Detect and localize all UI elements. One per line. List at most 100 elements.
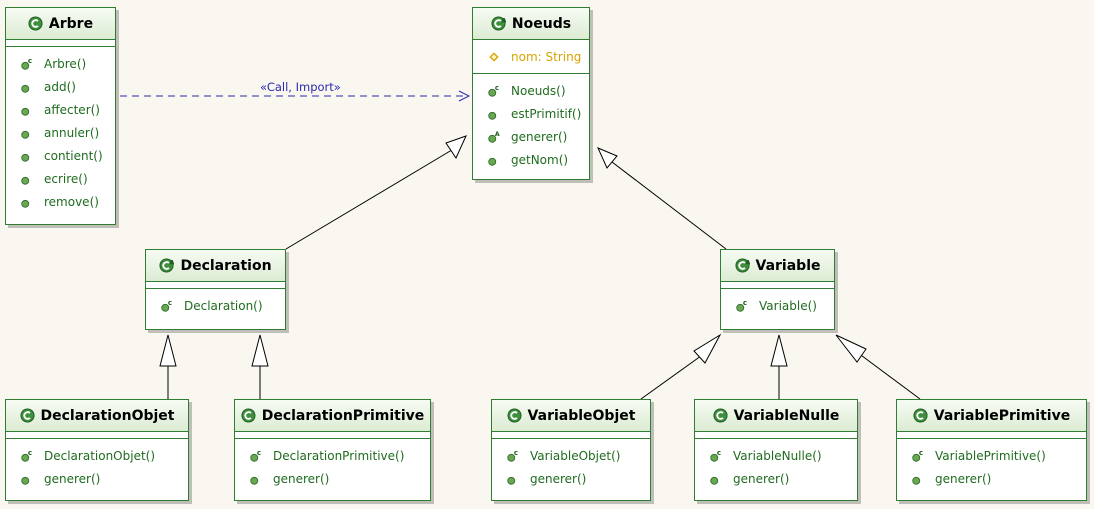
class-arbre[interactable]: Arbre c Arbre() add()affecter() annuler() con… — [5, 7, 116, 225]
class-header: Arbre — [6, 8, 115, 40]
method-label: Arbre() — [44, 56, 87, 71]
class-name: VariableNulle — [733, 407, 840, 424]
svg-text:c: c — [28, 449, 32, 457]
attributes-compartment: nom: String — [473, 40, 589, 74]
attribute-item[interactable]: nom: String — [473, 45, 589, 68]
generalization-declarationprimitive-to-declaration — [251, 334, 269, 399]
method-item[interactable]: ecrire() — [6, 167, 115, 190]
method-label: Variable() — [759, 298, 817, 313]
method-label: generer() — [733, 471, 790, 486]
method-label: generer() — [935, 471, 992, 486]
method-label: ecrire() — [44, 171, 88, 186]
method-label: generer() — [273, 471, 330, 486]
method-item[interactable]: add() — [6, 75, 115, 98]
abstract-class-icon: A — [491, 16, 506, 31]
generalization-line — [611, 161, 727, 250]
class-name: Noeuds — [511, 15, 572, 32]
open-arrowhead — [458, 90, 471, 102]
hollow-triangle-arrowhead — [445, 135, 467, 160]
method-label: estPrimitif() — [511, 106, 582, 121]
method-item[interactable]: contient() — [6, 144, 115, 167]
method-item[interactable]: estPrimitif() — [473, 102, 589, 125]
method-item[interactable]: c Noeuds() — [473, 79, 589, 102]
hollow-triangle-arrowhead — [251, 334, 269, 367]
svg-text:c: c — [168, 299, 172, 307]
class-variablenulle[interactable]: VariableNulle c VariableNulle() generer() — [694, 399, 858, 501]
method-item[interactable]: generer() — [235, 467, 430, 490]
method-label: annuler() — [44, 125, 100, 140]
constructor-icon: c — [507, 449, 518, 462]
svg-text:A: A — [170, 259, 175, 267]
class-header: VariableNulle — [695, 400, 857, 432]
generalization-variableprimitive-to-variable — [835, 334, 921, 400]
method-item[interactable]: generer() — [492, 467, 650, 490]
class-name: Declaration — [180, 257, 272, 274]
method-label: getNom() — [511, 152, 569, 167]
class-header: DeclarationPrimitive — [235, 400, 430, 432]
constructor-icon: c — [21, 449, 32, 462]
attributes-compartment — [235, 432, 430, 439]
hollow-triangle-arrowhead — [693, 333, 722, 364]
method-item[interactable]: c Arbre() — [6, 52, 115, 75]
method-item[interactable]: generer() — [6, 467, 188, 490]
method-label: generer() — [530, 471, 587, 486]
method-item[interactable]: getNom() — [473, 148, 589, 171]
generalization-variable-to-noeuds — [597, 147, 727, 250]
class-icon — [241, 408, 256, 423]
svg-text:c: c — [28, 57, 32, 65]
method-icon — [912, 476, 921, 485]
method-label: generer() — [44, 471, 101, 486]
generalization-line — [861, 355, 921, 400]
method-item[interactable]: c VariableNulle() — [695, 444, 857, 467]
method-item[interactable]: generer() — [897, 467, 1086, 490]
method-icon — [21, 84, 30, 93]
method-label: Noeuds() — [511, 83, 566, 98]
method-icon — [21, 176, 30, 185]
dependency-stereotype-label: «Call, Import» — [260, 80, 341, 94]
method-item[interactable]: annuler() — [6, 121, 115, 144]
attributes-compartment — [146, 282, 285, 289]
constructor-icon: c — [250, 449, 261, 462]
attribute-icon — [489, 51, 499, 62]
svg-text:c: c — [717, 449, 721, 457]
class-noeuds[interactable]: A Noeuds nom: String c Noeuds() estPrimitif()… — [472, 7, 590, 180]
generalization-line — [640, 356, 700, 400]
method-label: contient() — [44, 148, 103, 163]
method-item[interactable]: generer() — [695, 467, 857, 490]
method-item[interactable]: remove() — [6, 190, 115, 213]
constructor-icon: c — [488, 84, 499, 97]
method-label: remove() — [44, 194, 99, 209]
class-icon — [28, 16, 43, 31]
class-declaration[interactable]: A Declaration c Declaration() — [145, 249, 286, 330]
class-header: A Declaration — [146, 250, 285, 282]
svg-text:A: A — [501, 17, 506, 25]
method-item[interactable]: affecter() — [6, 98, 115, 121]
method-icon — [21, 130, 30, 139]
operations-compartment: c Arbre() add()affecter() annuler() contient… — [6, 47, 115, 219]
class-icon — [19, 408, 35, 423]
method-item[interactable]: c Declaration() — [146, 294, 285, 317]
class-header: VariablePrimitive — [897, 400, 1086, 432]
method-label: Declaration() — [184, 298, 263, 313]
attributes-compartment — [492, 432, 650, 439]
abstract-class-icon: A — [159, 258, 174, 273]
attributes-compartment — [6, 40, 115, 47]
abstract-class-icon: A — [734, 258, 750, 273]
class-name: DeclarationObjet — [40, 407, 175, 424]
method-label: VariableNulle() — [733, 448, 822, 463]
attributes-compartment — [695, 432, 857, 439]
